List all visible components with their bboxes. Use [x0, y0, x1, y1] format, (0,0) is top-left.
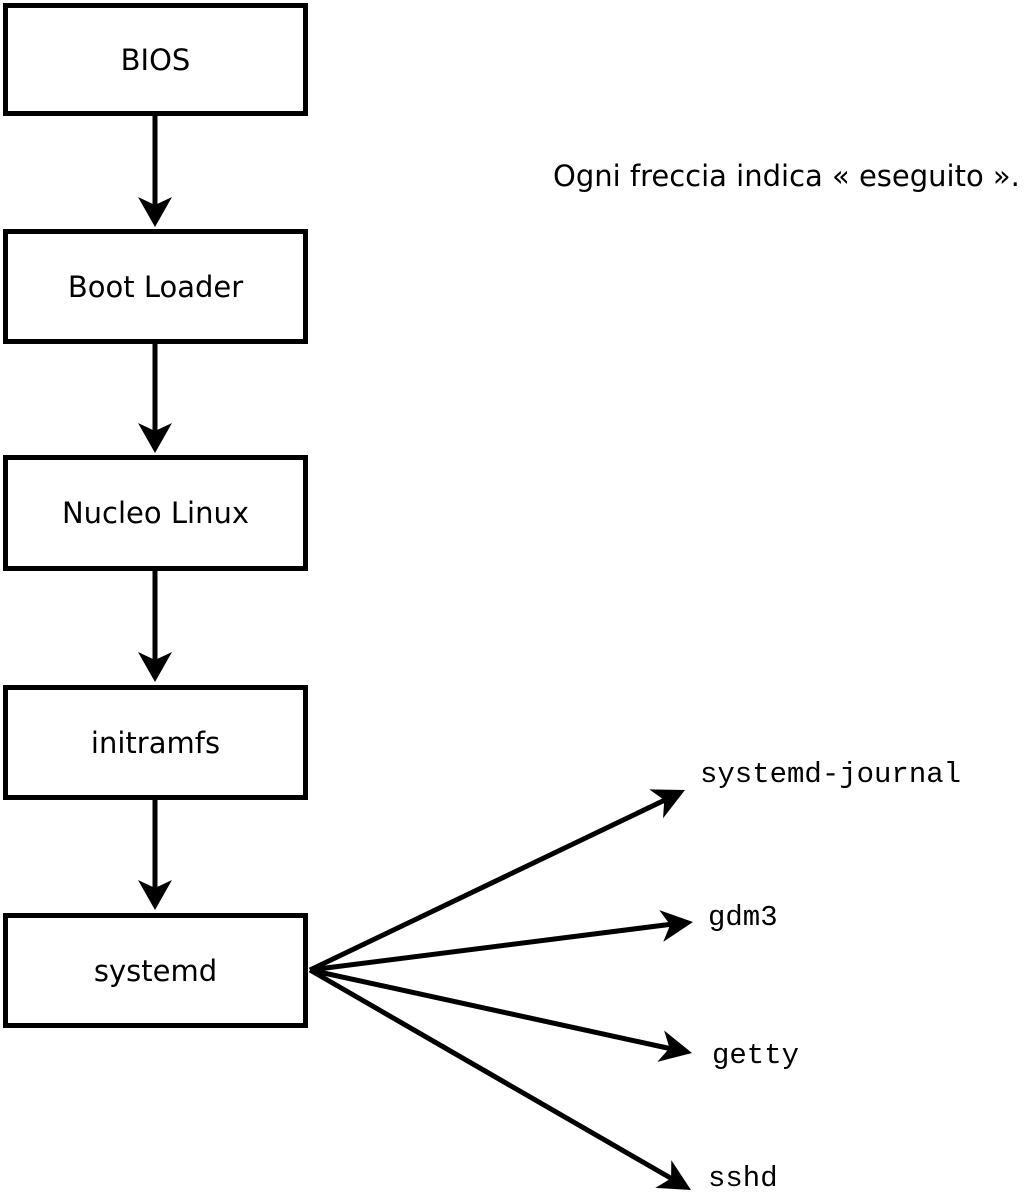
arrow-shaft	[308, 967, 676, 1183]
arrow-systemd-to-sshd	[308, 967, 691, 1190]
arrow-bootloader-to-nucleo	[138, 344, 172, 453]
box-boot-loader-label: Boot Loader	[67, 269, 244, 304]
arrowhead-icon	[138, 423, 172, 453]
process-label-systemd-journal: systemd-journal	[700, 758, 962, 791]
arrowhead-icon	[138, 880, 172, 910]
box-nucleo-linux: Nucleo Linux	[3, 455, 308, 571]
box-boot-loader: Boot Loader	[3, 229, 308, 344]
process-label-sshd: sshd	[708, 1162, 778, 1193]
arrowhead-icon	[657, 1030, 692, 1062]
arrow-initramfs-to-systemd	[138, 800, 172, 910]
arrow-systemd-to-journal	[308, 789, 685, 973]
box-bios: BIOS	[3, 3, 308, 116]
box-systemd: systemd	[3, 913, 308, 1028]
arrow-shaft	[309, 967, 673, 1052]
box-bios-label: BIOS	[120, 42, 191, 77]
arrow-bios-to-bootloader	[138, 116, 172, 227]
diagram-caption: Ogni freccia indica « eseguito ».	[553, 159, 1020, 193]
arrowhead-icon	[138, 652, 172, 682]
process-label-gdm3: gdm3	[708, 901, 778, 934]
arrowhead-icon	[138, 197, 172, 227]
arrow-systemd-to-gdm3	[309, 910, 693, 973]
box-initramfs: initramfs	[3, 685, 308, 800]
process-label-getty: getty	[712, 1039, 800, 1072]
arrow-shaft	[308, 796, 669, 973]
box-systemd-label: systemd	[93, 953, 218, 988]
arrow-shaft	[309, 921, 674, 973]
arrow-systemd-to-getty	[309, 967, 692, 1062]
arrowhead-icon	[659, 910, 693, 942]
box-initramfs-label: initramfs	[90, 725, 221, 760]
box-nucleo-linux-label: Nucleo Linux	[61, 496, 249, 530]
arrowhead-icon	[655, 1160, 691, 1190]
arrowhead-icon	[649, 789, 685, 819]
arrow-nucleo-to-initramfs	[138, 571, 172, 682]
